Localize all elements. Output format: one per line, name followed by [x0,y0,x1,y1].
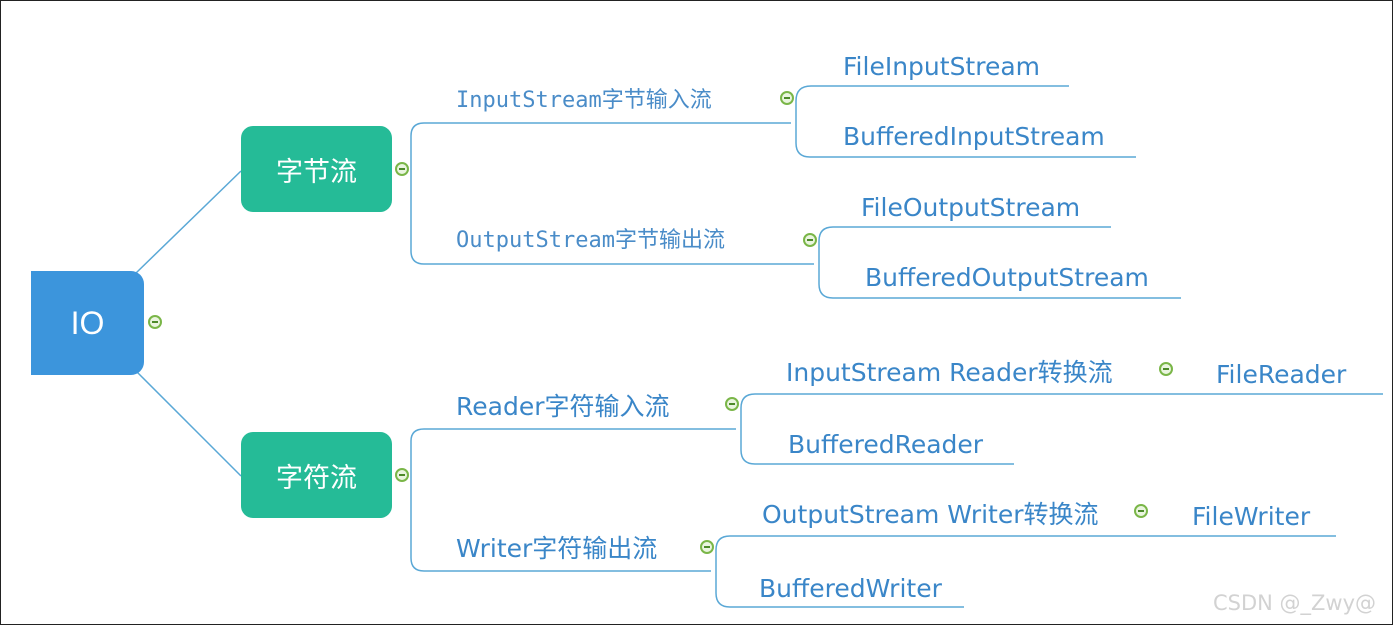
collapse-minus-icon[interactable] [148,315,162,329]
connector-outputstreamwriter [715,535,1151,551]
node-fileoutputstream[interactable]: FileOutputStream [861,193,1081,222]
collapse-minus-icon[interactable] [803,233,817,247]
watermark: CSDN @_Zwy@ [1213,591,1377,615]
node-inputstream[interactable]: InputStream字节输入流 [456,88,712,113]
connector-bytestream-output [410,136,814,265]
node-bufferedreader[interactable]: BufferedReader [788,430,984,459]
node-bufferedwriter[interactable]: BufferedWriter [759,574,942,603]
connector-fileoutputstream [818,226,1111,242]
connector-fileinputstream [795,85,1069,102]
node-filewriter[interactable]: FileWriter [1192,502,1311,531]
connector-charstream-writer [410,441,711,572]
node-inputstreamreader[interactable]: InputStream Reader转换流 [786,358,1113,387]
node-label: 字节流 [276,156,357,188]
root-node-io[interactable]: IO [31,271,144,375]
collapse-minus-icon[interactable] [700,540,714,554]
node-writer[interactable]: Writer字符输出流 [456,534,658,563]
collapse-minus-icon[interactable] [780,91,794,105]
connector-bufferedinputstream [795,101,1136,158]
connector-bufferedoutputstream [818,241,1181,299]
connector-io-charstream [135,370,242,477]
collapse-minus-icon[interactable] [395,162,409,176]
node-char-stream[interactable]: 字符流 [241,432,392,518]
node-outputstreamwriter[interactable]: OutputStream Writer转换流 [762,500,1099,529]
collapse-minus-icon[interactable] [1159,362,1173,376]
collapse-minus-icon[interactable] [725,397,739,411]
connector-bytestream-input [410,122,791,137]
connector-inputstreamreader [740,393,1176,409]
node-reader[interactable]: Reader字符输入流 [456,392,670,421]
connector-bufferedreader [740,408,1014,465]
node-fileinputstream[interactable]: FileInputStream [843,52,1041,81]
node-bufferedinputstream[interactable]: BufferedInputStream [843,122,1105,151]
root-label: IO [70,304,105,341]
node-label: 字符流 [276,462,357,494]
node-byte-stream[interactable]: 字节流 [241,126,392,212]
collapse-minus-icon[interactable] [1134,504,1148,518]
connector-charstream-reader [410,428,736,442]
node-outputstream[interactable]: OutputStream字节输出流 [456,228,725,253]
connector-bufferedwriter [715,550,964,608]
node-filereader[interactable]: FileReader [1216,360,1347,389]
connector-io-bytestream [135,170,242,274]
collapse-minus-icon[interactable] [395,468,409,482]
node-bufferedoutputstream[interactable]: BufferedOutputStream [865,263,1149,292]
